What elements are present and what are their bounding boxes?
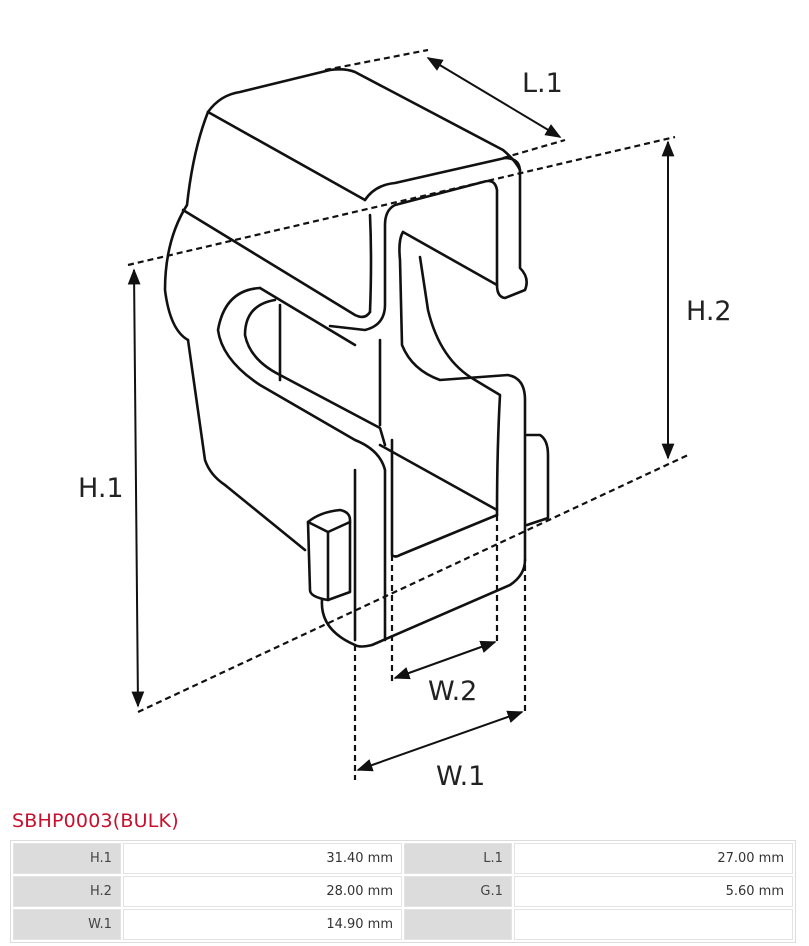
spec-key: H.2 — [13, 876, 121, 907]
label-w1: W.1 — [436, 761, 485, 792]
product-title: SBHP0003(BULK) — [12, 810, 179, 832]
label-l1: L.1 — [522, 68, 563, 99]
brush-holder-part-outline — [163, 68, 550, 648]
spec-value: 28.00 mm — [122, 876, 402, 907]
extension-lines — [127, 48, 689, 780]
spec-value: 31.40 mm — [122, 843, 402, 874]
dimension-arrows — [127, 57, 675, 772]
spec-key: L.1 — [404, 843, 512, 874]
spec-value: 14.90 mm — [122, 909, 402, 940]
spec-value: 27.00 mm — [513, 843, 793, 874]
table-row: W.1 14.90 mm — [13, 909, 793, 940]
label-h2: H.2 — [686, 296, 732, 327]
spec-key: W.1 — [13, 909, 121, 940]
spec-key: H.1 — [13, 843, 121, 874]
spec-value: 5.60 mm — [513, 876, 793, 907]
table-row: H.2 28.00 mm G.1 5.60 mm — [13, 876, 793, 907]
table-row: H.1 31.40 mm L.1 27.00 mm — [13, 843, 793, 874]
spec-key — [404, 909, 512, 940]
technical-drawing: L.1 H.1 H.2 W.2 W.1 — [78, 48, 732, 792]
label-h1: H.1 — [78, 473, 124, 504]
specs-table: H.1 31.40 mm L.1 27.00 mm H.2 28.00 mm G… — [10, 840, 796, 943]
label-w2: W.2 — [428, 676, 477, 707]
spec-key: G.1 — [404, 876, 512, 907]
spec-value — [513, 909, 793, 940]
